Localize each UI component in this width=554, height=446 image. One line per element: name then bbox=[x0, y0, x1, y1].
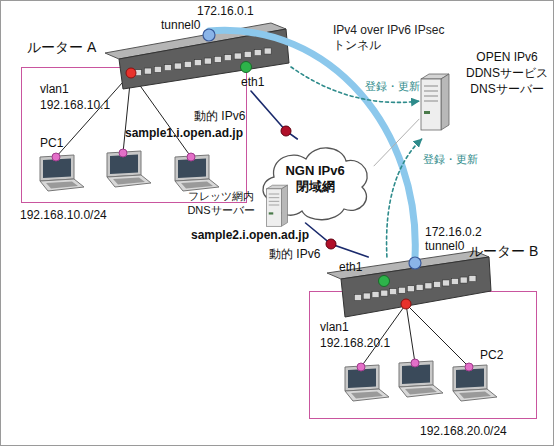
router-port bbox=[425, 283, 432, 289]
router-port bbox=[164, 65, 171, 71]
interface-name: vlan1 bbox=[40, 82, 69, 96]
router-port bbox=[134, 70, 141, 76]
ip-address: 192.168.10.1 bbox=[40, 98, 110, 112]
edge-label: 登録・更新 bbox=[365, 80, 420, 93]
network-link bbox=[374, 119, 419, 166]
lan-wire bbox=[406, 304, 469, 367]
ip-address: 192.168.20.1 bbox=[320, 336, 390, 350]
router-port bbox=[469, 276, 476, 282]
laptop-icon bbox=[399, 359, 443, 397]
router-name: ルーター B bbox=[469, 243, 538, 260]
server-name: OPEN IPv6 DDNSサービス DNSサーバー bbox=[461, 49, 553, 98]
server-led bbox=[424, 111, 430, 114]
server-icon bbox=[419, 71, 451, 131]
interface-name: tunnel0 bbox=[161, 18, 200, 32]
server-slot bbox=[269, 194, 280, 195]
edge-label: IPv4 over IPv6 IPsec トンネル bbox=[333, 23, 461, 53]
router-port bbox=[174, 63, 181, 69]
router-port bbox=[184, 61, 191, 67]
router-name: ルーター A bbox=[27, 39, 96, 56]
router-port bbox=[372, 292, 379, 298]
router-port bbox=[154, 66, 161, 72]
pc-name: PC2 bbox=[480, 348, 503, 362]
router-port bbox=[434, 281, 441, 287]
router-port bbox=[443, 280, 450, 286]
router-port bbox=[398, 287, 405, 293]
router-port bbox=[390, 289, 397, 295]
server-slot bbox=[424, 91, 438, 92]
pc-name: PC1 bbox=[40, 136, 63, 150]
router-port bbox=[194, 60, 201, 66]
lan-wire bbox=[406, 304, 415, 363]
server-name: フレッツ網内 DNSサーバー bbox=[181, 189, 261, 218]
server-side bbox=[282, 185, 288, 226]
router-port bbox=[224, 55, 231, 61]
interface-name: vlan1 bbox=[320, 320, 349, 334]
interface-name: tunnel0 bbox=[425, 239, 464, 253]
router-port bbox=[354, 294, 361, 300]
laptop-icon bbox=[345, 363, 389, 401]
router-port bbox=[214, 56, 221, 62]
router-port bbox=[363, 293, 370, 299]
lan-wires bbox=[56, 73, 469, 367]
server-front bbox=[267, 189, 282, 226]
router: ルーター A bbox=[117, 31, 291, 91]
ddns-update-arrow bbox=[387, 139, 422, 257]
router-port bbox=[254, 50, 261, 56]
interface-name: eth1 bbox=[241, 75, 264, 89]
ddns-server: OPEN IPv6 DDNSサービス DNSサーバー bbox=[419, 49, 553, 139]
laptop-icon bbox=[107, 149, 151, 187]
address-type: 動的 IPv6 bbox=[269, 247, 320, 261]
laptop-icon bbox=[175, 153, 219, 191]
router-port bbox=[144, 68, 151, 74]
server-icon bbox=[265, 183, 289, 227]
onu-point bbox=[281, 126, 291, 136]
router-port bbox=[451, 279, 458, 285]
router-port bbox=[407, 286, 414, 292]
router-port bbox=[204, 58, 211, 64]
server-slot bbox=[424, 96, 438, 97]
server-slot bbox=[269, 197, 280, 198]
router-front bbox=[341, 257, 491, 317]
laptop-icon bbox=[453, 363, 497, 401]
router-front bbox=[119, 29, 289, 89]
onu-point bbox=[326, 239, 336, 249]
wan-line bbox=[251, 91, 297, 139]
router-port bbox=[460, 277, 467, 283]
server-side bbox=[441, 74, 449, 130]
subnet-label: 192.168.10.0/24 bbox=[20, 208, 107, 222]
ip-address: 172.16.0.1 bbox=[197, 4, 254, 18]
ip-address: 172.16.0.2 bbox=[425, 225, 482, 239]
host-name: sample1.i.open.ad.jp bbox=[125, 126, 243, 140]
router-port bbox=[264, 48, 271, 54]
server-slot bbox=[424, 86, 438, 87]
ddns-update-arrow bbox=[291, 67, 419, 102]
server-slot bbox=[269, 201, 280, 202]
network-name: NGN IPv6 閉域網 bbox=[278, 163, 352, 194]
router-port bbox=[416, 284, 423, 290]
host-name: sample2.i.open.ad.jp bbox=[191, 228, 309, 242]
router-port bbox=[234, 53, 241, 59]
server-slot bbox=[424, 101, 438, 102]
router-body bbox=[117, 31, 291, 91]
server-led bbox=[269, 212, 274, 214]
lan-segment-box: vlan1192.168.20.1PC2192.168.20.0/24 bbox=[309, 291, 537, 419]
edge-label: 登録・更新 bbox=[423, 153, 478, 166]
subnet-label: 192.168.20.0/24 bbox=[420, 424, 507, 438]
server-slot bbox=[269, 205, 280, 206]
interface-name: eth1 bbox=[339, 260, 362, 274]
router-port bbox=[381, 290, 388, 296]
router-port bbox=[244, 51, 251, 57]
laptop-icon bbox=[40, 153, 84, 191]
server-front bbox=[421, 79, 441, 130]
dns-server: フレッツ網内 DNSサーバー bbox=[181, 183, 293, 229]
address-type: 動的 IPv6 bbox=[194, 109, 245, 123]
